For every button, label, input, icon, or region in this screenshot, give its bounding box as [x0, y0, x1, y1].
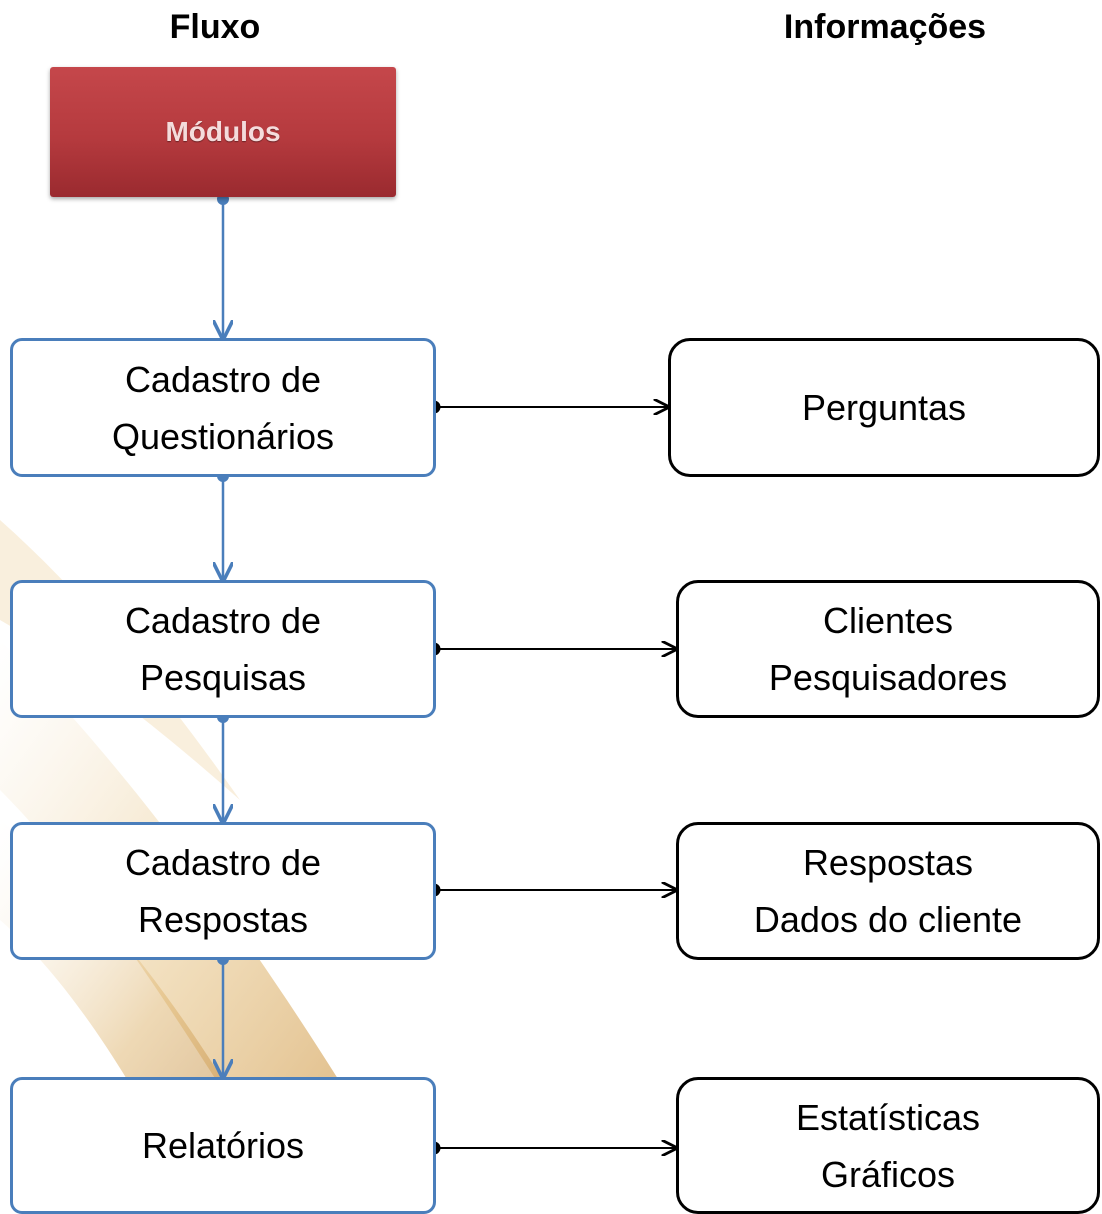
- flow-connector: [217, 470, 229, 580]
- info-connector: [427, 643, 677, 656]
- flow-column-heading: Fluxo: [169, 8, 261, 46]
- info-label: Respostas Dados do cliente: [753, 842, 1023, 940]
- flow-step-label: Cadastro de Pesquisas: [124, 600, 322, 698]
- info-label: Perguntas: [801, 387, 967, 428]
- flow-connector: [217, 953, 229, 1077]
- info-estatisticas-graficos: Estatísticas Gráficos: [676, 1077, 1100, 1214]
- info-clientes-pesquisadores: Clientes Pesquisadores: [676, 580, 1100, 718]
- root-node-label: Módulos: [165, 116, 281, 147]
- info-respostas-dados-cliente: Respostas Dados do cliente: [676, 822, 1100, 960]
- flow-step-cadastro-questionarios: Cadastro de Questionários: [10, 338, 436, 477]
- info-column-heading: Informações: [783, 8, 987, 46]
- modulos-root-node: Módulos: [50, 67, 396, 197]
- flow-step-label: Relatórios: [141, 1125, 305, 1166]
- flow-step-relatorios: Relatórios: [10, 1077, 436, 1214]
- info-perguntas: Perguntas: [668, 338, 1100, 477]
- flow-step-label: Cadastro de Respostas: [124, 842, 322, 940]
- flow-connector: [217, 193, 229, 338]
- info-connector: [427, 1142, 677, 1155]
- info-label: Estatísticas Gráficos: [795, 1096, 981, 1195]
- flow-connector: [217, 711, 229, 822]
- flow-step-cadastro-pesquisas: Cadastro de Pesquisas: [10, 580, 436, 718]
- info-connector: [427, 884, 677, 897]
- flow-step-cadastro-respostas: Cadastro de Respostas: [10, 822, 436, 960]
- info-label: Clientes Pesquisadores: [768, 600, 1008, 698]
- flow-step-label: Cadastro de Questionários: [111, 358, 335, 457]
- info-connector: [427, 401, 669, 414]
